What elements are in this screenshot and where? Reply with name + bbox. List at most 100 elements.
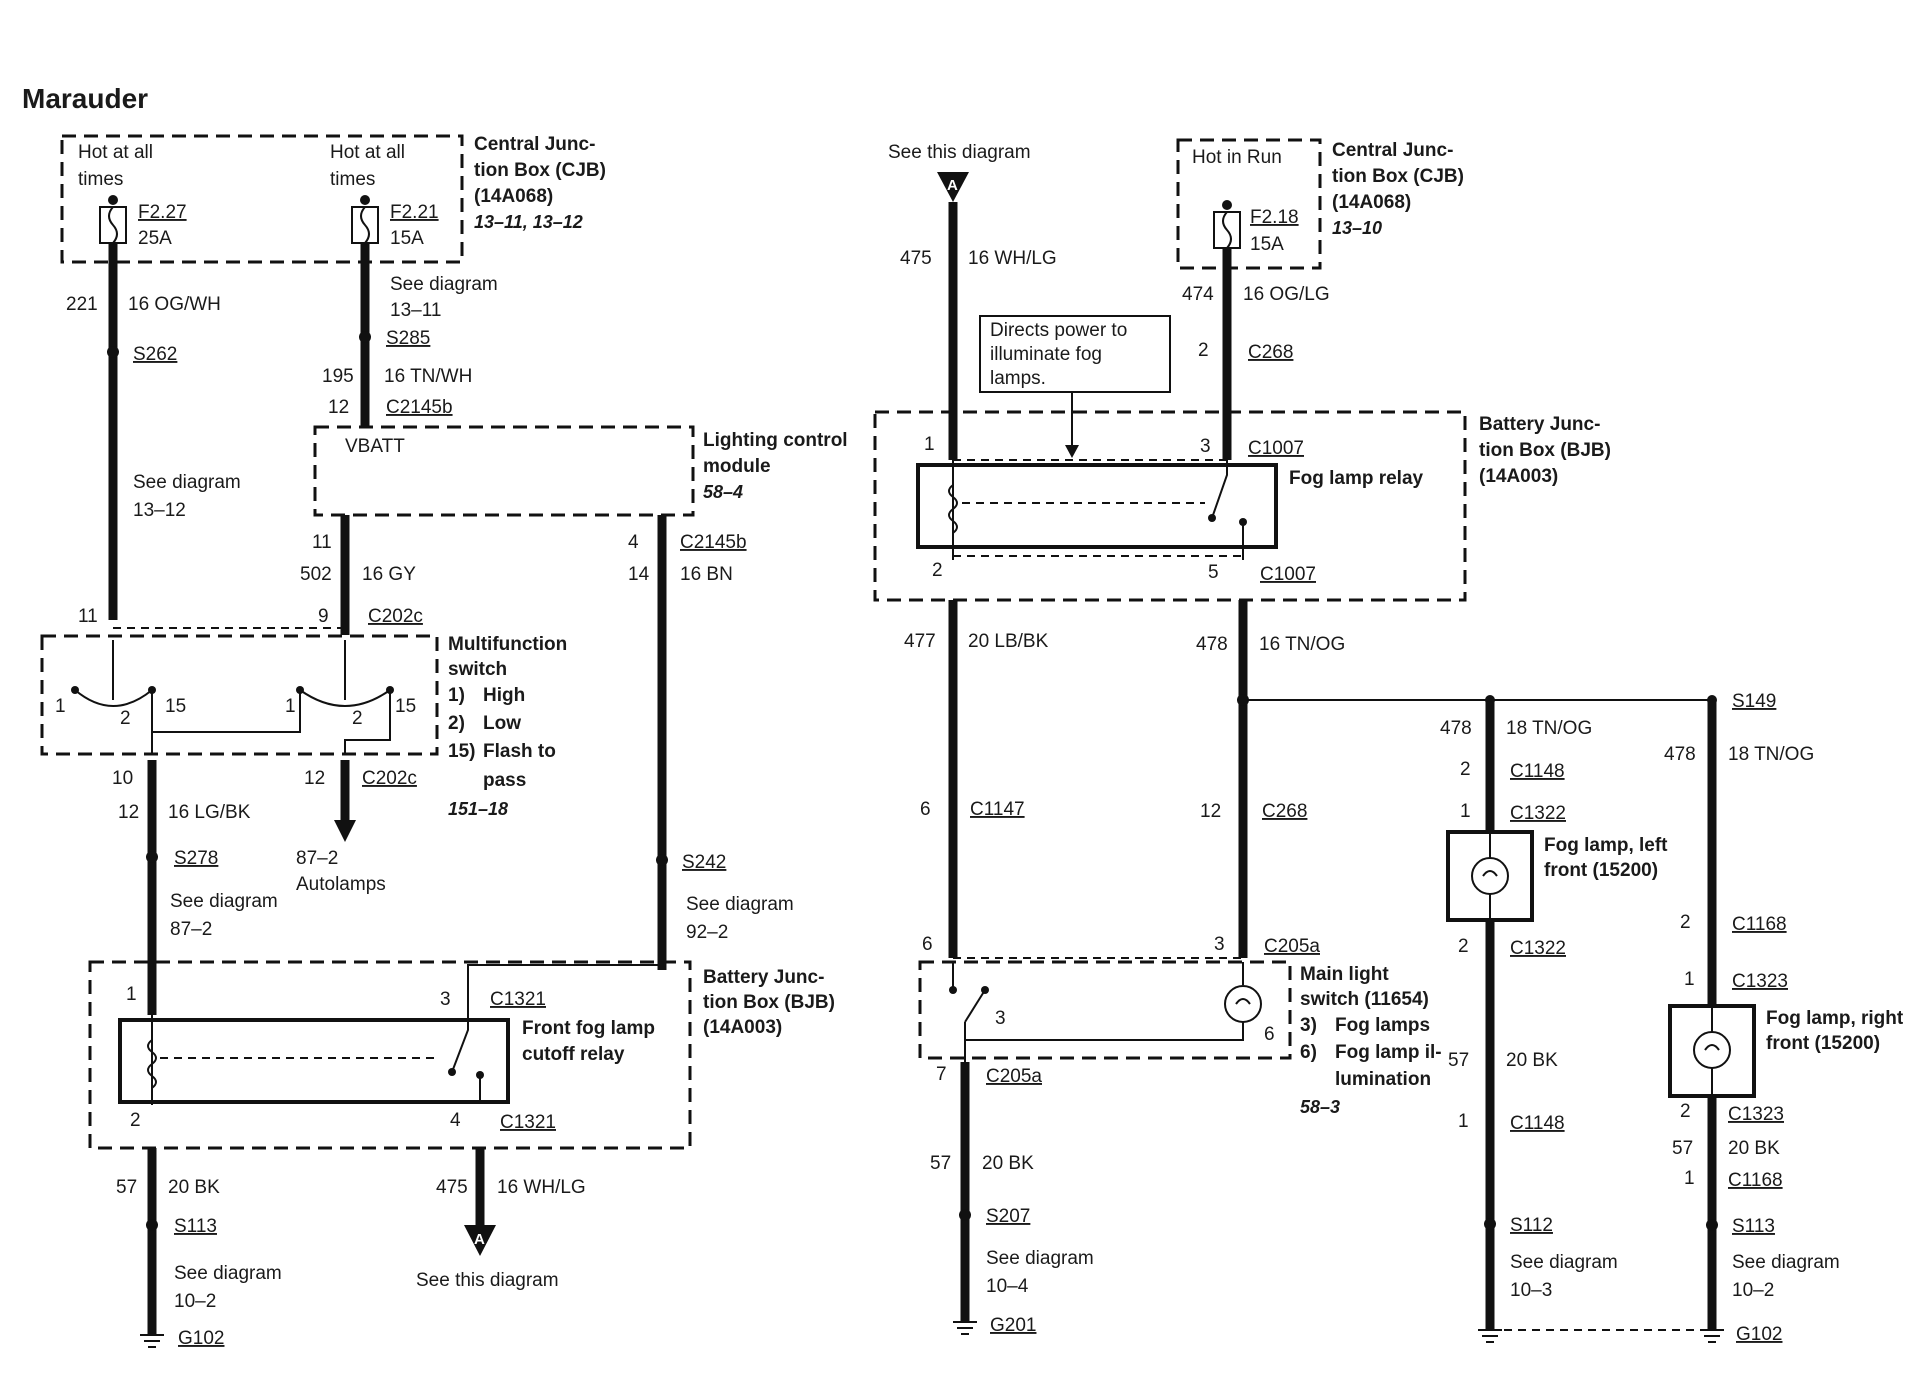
lighting-control-module	[313, 425, 695, 517]
lamp-icon	[1693, 1031, 1731, 1069]
pin-number: 1	[924, 434, 935, 455]
fuse-amp: 15A	[1250, 234, 1284, 255]
splice-label: S113	[1732, 1216, 1775, 1237]
see-diagram: See diagram	[133, 472, 241, 493]
wire-number: 475	[436, 1177, 468, 1198]
fog-lamp-name: front (15200)	[1766, 1033, 1880, 1054]
splice-label: S149	[1732, 691, 1776, 712]
lcm-name: Lighting control	[703, 430, 848, 451]
ground-icon	[953, 1321, 977, 1335]
connector-label: C202c	[368, 606, 423, 627]
mfs-item: pass	[483, 770, 526, 791]
mfs-item: 1)	[448, 685, 465, 706]
cjb-name: Central Junc-	[1332, 140, 1453, 161]
see-diagram: See diagram	[686, 894, 794, 915]
pin-number: 3	[440, 989, 451, 1010]
splice-label: S112	[1510, 1215, 1553, 1236]
splice-dot	[959, 1209, 971, 1221]
connector-label: C268	[1262, 801, 1307, 822]
wire-number: 477	[904, 631, 936, 652]
mfs-item: 2)	[448, 713, 465, 734]
bjb-part: (14A003)	[703, 1017, 782, 1038]
switch-blade	[964, 989, 986, 1023]
see-diagram-ref: 10–3	[1510, 1280, 1552, 1301]
wire-color: 16 TN/OG	[1259, 634, 1345, 655]
fog-lamp-relay	[916, 463, 1278, 549]
see-diagram: See diagram	[1510, 1252, 1618, 1273]
bjb-name: tion Box (BJB)	[703, 992, 835, 1013]
connector-label: C1321	[490, 989, 546, 1010]
pin-number: 7	[936, 1064, 947, 1085]
connector-a-icon	[464, 1225, 496, 1256]
relay-switch	[1211, 460, 1228, 519]
splice-dot	[107, 346, 119, 358]
autolamps-ref: 87–2	[296, 848, 338, 869]
wire-color: 20 BK	[168, 1177, 220, 1198]
pin-number: 6	[920, 799, 931, 820]
wire-number: 502	[300, 564, 332, 585]
pin-number: 1	[1684, 1168, 1695, 1189]
relay-switch	[451, 1020, 469, 1073]
connector-label: C1168	[1732, 914, 1787, 935]
mfs-name: switch	[448, 659, 507, 680]
fuse-icon	[1213, 200, 1241, 249]
mfs-item: Flash to	[483, 741, 556, 762]
connector-label: C1007	[1260, 564, 1316, 585]
wire-color: 20 BK	[982, 1153, 1034, 1174]
see-diagram: See diagram	[390, 274, 498, 295]
pin-number: 12	[328, 397, 349, 418]
note-box	[979, 315, 1171, 393]
note-text: Directs power to	[990, 320, 1127, 341]
fuse-icon	[99, 195, 127, 244]
pin-number: 3	[1200, 436, 1211, 457]
wire-number: 12	[118, 802, 139, 823]
feed-line	[467, 964, 662, 1020]
page-title: Marauder	[22, 83, 148, 114]
relay-name: cutoff relay	[522, 1044, 625, 1065]
see-diagram: See diagram	[170, 891, 278, 912]
connector-label: C268	[1248, 342, 1293, 363]
pin-number: 2	[130, 1110, 141, 1131]
pin-number: 2	[1680, 912, 1691, 933]
multifunction-switch	[40, 634, 439, 756]
left-circuit: Hot at all times Hot at all times F2.27 …	[40, 134, 848, 1349]
cjb-ref: 13–11, 13–12	[474, 212, 583, 232]
switch-pos: 6	[1264, 1024, 1275, 1045]
splice-label: S278	[174, 848, 218, 869]
hot-label-2: Hot at all	[330, 142, 405, 163]
pin-number: 11	[312, 532, 332, 553]
pin-number: 4	[628, 532, 639, 553]
bjb-box-right	[873, 410, 1467, 602]
cjb-box-right	[1176, 138, 1322, 270]
see-diagram-ref: 10–2	[1732, 1280, 1774, 1301]
fog-lamp-name: Fog lamp, left	[1544, 835, 1668, 856]
pin-number: 3	[1214, 934, 1225, 955]
see-diagram: See diagram	[174, 1263, 282, 1284]
see-this-diagram: See this diagram	[416, 1270, 559, 1291]
pin-number: 6	[922, 934, 933, 955]
ground-icon	[1700, 1329, 1724, 1343]
pin-number: 9	[318, 606, 329, 627]
wire-color: 16 WH/LG	[968, 248, 1057, 269]
pin-number: 11	[78, 606, 98, 627]
wire-color: 20 BK	[1728, 1138, 1780, 1159]
mfs-item: Low	[483, 713, 521, 734]
ground-icon	[140, 1334, 164, 1348]
fuse-id: F2.27	[138, 202, 187, 223]
pin-number: 1	[1460, 801, 1471, 822]
pin-number: 12	[304, 768, 325, 789]
fuse-id: F2.18	[1250, 207, 1299, 228]
bjb-part: (14A003)	[1479, 466, 1558, 487]
arrow-down-icon	[1065, 445, 1079, 458]
wire-color: 16 OG/LG	[1243, 284, 1330, 305]
fuse-amp: 25A	[138, 228, 172, 249]
mfs-ref: 151–18	[448, 799, 508, 819]
wire-number: 57	[1672, 1138, 1693, 1159]
ground-label: G102	[178, 1328, 224, 1349]
pin-number: 4	[450, 1110, 461, 1131]
connector-label: C1148	[1510, 761, 1565, 782]
fuse-amp: 15A	[390, 228, 424, 249]
switch-pos: 1	[285, 696, 296, 717]
splice-label: S262	[133, 344, 177, 365]
